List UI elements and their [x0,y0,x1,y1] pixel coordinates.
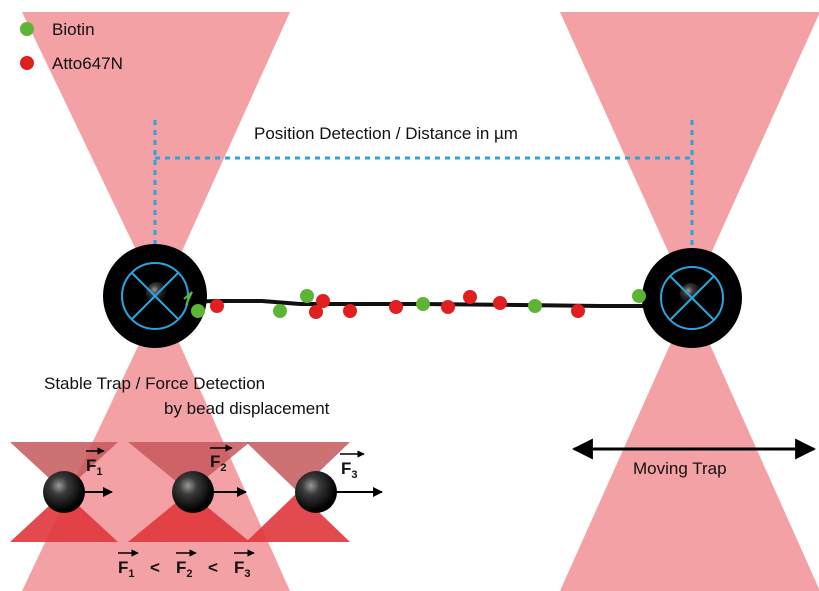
trap-2-cone-upper [128,442,250,492]
force-trap-2: F2 [128,442,250,542]
atto-marker [316,294,330,308]
biotin-marker [528,299,542,313]
relation-f2: F2 [176,558,193,580]
trap-3-cone-lower [246,492,350,542]
atto-marker [493,296,507,310]
trap-1-bead [43,471,85,513]
position-detection-lines [153,120,694,296]
moving-trap-beam-upper [560,12,819,300]
biotin-marker [632,289,646,303]
atto-marker [463,290,477,304]
dna-markers [191,289,646,319]
force-trap-3: F3 [246,442,383,542]
atto-marker [441,300,455,314]
right-detector-circle [660,266,724,330]
biotin-marker [416,297,430,311]
position-detection-label: Position Detection / Distance in µm [254,124,518,143]
relation-lt-1: < [150,558,160,577]
left-bead-biotin-link [183,291,193,306]
trap-2-cone-lower [128,492,250,542]
atto-marker [210,299,224,313]
right-bead-core [680,283,702,305]
force-illustrations: F1 F2 F3 [10,442,383,542]
biotin-marker [191,304,205,318]
stable-trap-label-line2: by bead displacement [164,399,330,418]
stable-trap-beam-upper [22,12,290,300]
force-trap-1: F1 [10,442,118,542]
trap-1-cone-upper [10,442,118,492]
stable-trap-label-line1: Stable Trap / Force Detection [44,374,265,393]
right-trapped-bead [642,248,742,348]
legend-atto-label: Atto647N [52,54,123,73]
trap-2-bead [172,471,214,513]
relation-lt-2: < [208,558,218,577]
atto-marker [343,304,357,318]
trap-2-force-label: F2 [210,452,227,474]
dna-strand [184,299,660,308]
relation-f1: F1 [118,558,135,580]
force-relation: F1 < F2 < F3 [118,549,255,580]
trap-1-cone-lower [10,492,118,542]
trap-3-force-label: F3 [341,459,358,481]
atto-marker [389,300,403,314]
legend: Biotin Atto647N [20,20,123,73]
moving-trap-label: Moving Trap [633,459,727,478]
right-detector-cross-b [669,275,715,321]
trap-3-cone-upper [246,442,350,492]
relation-f3: F3 [234,558,251,580]
left-detector-cross-b [131,272,179,320]
atto-marker [571,304,585,318]
trap-1-force-label: F1 [86,456,103,478]
biotin-marker [300,289,314,303]
legend-biotin-label: Biotin [52,20,95,39]
trap-3-bead [295,471,337,513]
legend-biotin-marker [20,22,34,36]
legend-atto-marker [20,56,34,70]
left-trapped-bead [103,244,207,348]
atto-marker [309,305,323,319]
biotin-marker [273,304,287,318]
